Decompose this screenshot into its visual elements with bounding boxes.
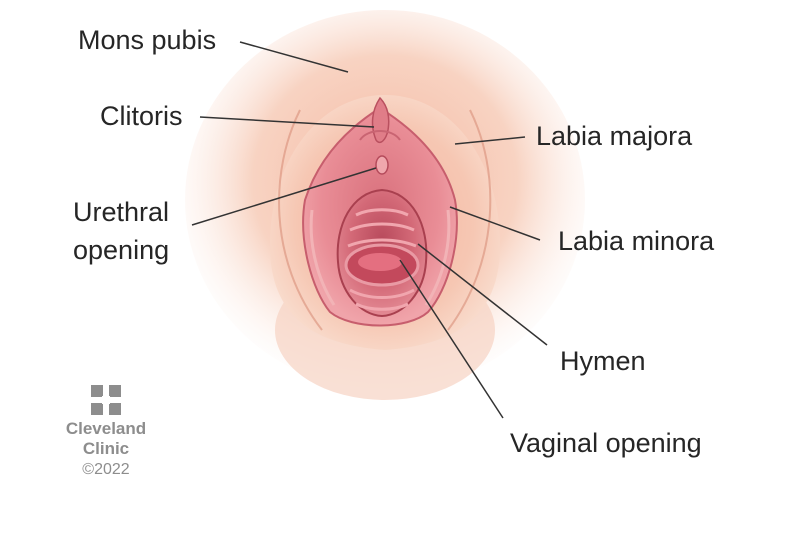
labia-minora-left-edge <box>309 209 336 306</box>
leader-vaginal-opening <box>399 259 504 419</box>
label-urethral-opening: Urethral opening <box>73 193 169 269</box>
leader-labia-minora <box>449 206 541 241</box>
clitoral-hood <box>359 130 401 141</box>
rugae-4 <box>349 288 415 299</box>
label-urethral-opening-line1: Urethral <box>73 197 170 227</box>
label-labia-majora: Labia majora <box>536 121 693 151</box>
rugae-5 <box>355 302 409 311</box>
labia-majora-right-fold <box>447 109 492 331</box>
cleveland-clinic-cross-icon <box>91 385 121 415</box>
leader-clitoris <box>199 116 375 128</box>
label-labia-minora: Labia minora <box>558 226 715 256</box>
urethral-opening-shape <box>375 155 389 175</box>
hymen-inner <box>358 253 402 271</box>
logo-name-line2: Clinic <box>82 439 130 458</box>
rugae-2 <box>349 222 415 232</box>
logo-copyright: ©2022 <box>82 461 130 478</box>
label-hymen: Hymen <box>560 346 646 376</box>
leader-mons-pubis <box>239 41 349 73</box>
rugae-3 <box>347 238 417 248</box>
labia-majora-left-fold <box>278 109 323 331</box>
leader-urethral-opening <box>191 167 377 226</box>
label-urethral-opening-line2: opening <box>73 235 170 265</box>
cleveland-clinic-logo: Cleveland Clinic ©2022 <box>60 385 152 481</box>
label-mons-pubis: Mons pubis <box>78 25 217 55</box>
logo-name-line1: Cleveland <box>65 419 147 438</box>
leader-hymen <box>417 243 548 346</box>
label-clitoris: Clitoris <box>100 101 183 131</box>
rugae-1 <box>355 208 409 217</box>
labia-minora-right-edge <box>424 209 451 306</box>
leader-labia-majora <box>454 136 526 145</box>
label-vaginal-opening: Vaginal opening <box>510 428 702 458</box>
